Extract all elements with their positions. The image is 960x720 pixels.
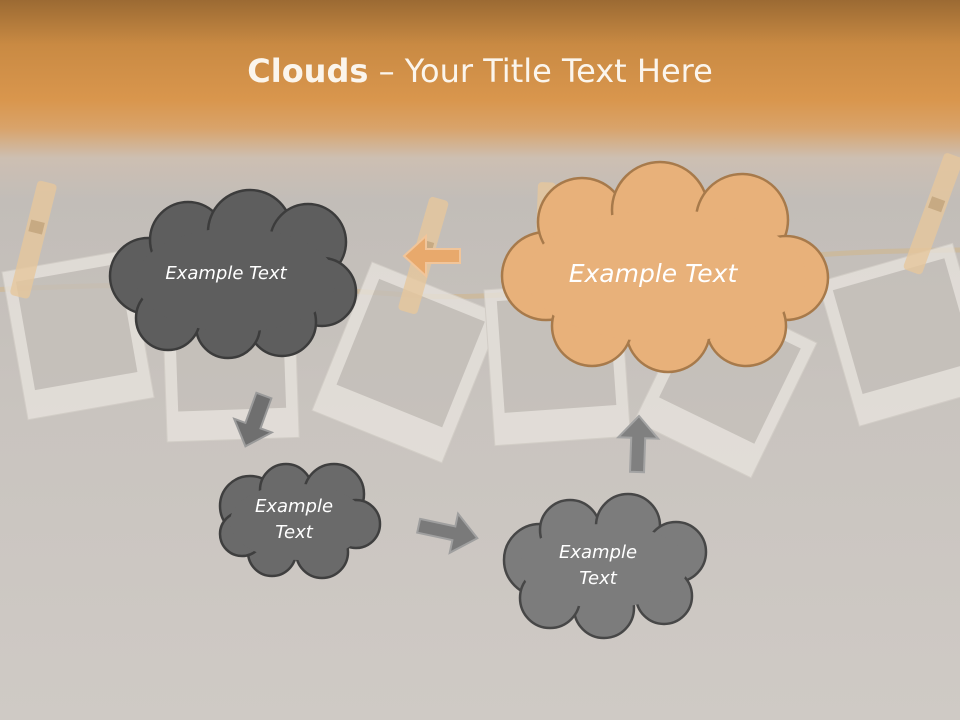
cloud-1-label: Example Text	[165, 262, 287, 284]
arrow-icon	[416, 511, 479, 555]
title-dash: –	[368, 52, 405, 90]
title-rest: Your Title Text Here	[404, 52, 713, 90]
cloud-shape-1[interactable]	[108, 188, 358, 360]
cloud-2-text: Example Text	[540, 252, 766, 296]
cloud-3-line1: Example	[254, 495, 334, 517]
cloud-1-text: Example Text	[136, 256, 316, 292]
cloud-3-line2: Text	[275, 522, 313, 543]
arrow-icon	[232, 391, 275, 448]
cloud-4-line1: Example	[558, 541, 638, 563]
clothespin-icon	[10, 180, 57, 299]
slide-title: Clouds – Your Title Text Here	[0, 52, 960, 90]
title-bold: Clouds	[247, 52, 369, 90]
cloud-shape-2[interactable]	[500, 160, 830, 374]
arrow-icon	[615, 414, 661, 474]
photo-frame-icon	[311, 261, 503, 464]
photo-frame-icon	[817, 242, 960, 427]
cloud-4-line2: Text	[579, 568, 617, 589]
cloud-shape-4[interactable]	[502, 492, 708, 640]
clothespin-icon	[903, 153, 960, 275]
arrow-icon	[402, 233, 461, 279]
cloud-3-text: Example Text	[234, 490, 354, 550]
cloud-shape-3[interactable]	[218, 462, 382, 580]
cloud-4-text: Example Text	[534, 536, 662, 596]
cloud-2-label: Example Text	[568, 258, 738, 288]
